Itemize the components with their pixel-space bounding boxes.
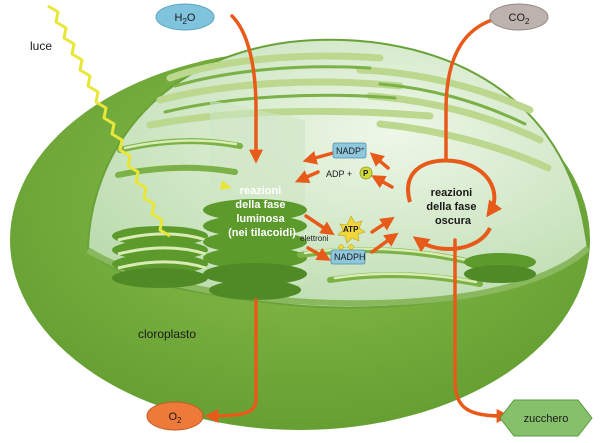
phosphate-icon [359, 166, 373, 180]
o2-label: O2 [168, 411, 182, 425]
atp-label: ATP [343, 225, 359, 234]
nadp-label: NADP+ [336, 146, 365, 156]
water-label: H2O [175, 12, 196, 26]
co2-inflow-arrow [444, 18, 494, 162]
sunlight-arrowhead [220, 180, 232, 190]
nadph-label: NADPH [334, 252, 366, 262]
dark-phase-label: reazioni della fase oscura [426, 187, 479, 227]
dark-phase-cycle-arrow-lower [412, 226, 492, 253]
water-inflow-arrow [230, 14, 263, 164]
sugar-outflow-arrow [453, 238, 511, 423]
atp-star-icon [337, 215, 366, 244]
o2-outflow-arrow [204, 298, 258, 423]
nadp-to-light-arrow [302, 150, 335, 165]
light-to-atp-arrow [304, 214, 335, 236]
nadp-box [332, 142, 367, 159]
phosphate-label: P [363, 169, 369, 178]
light-label: luce [30, 39, 52, 53]
water-pill [155, 3, 215, 31]
electron-icon-left [338, 244, 344, 250]
dark-phase-cycle-arrow [406, 158, 503, 218]
light-to-nadph-arrow [306, 246, 331, 261]
dark-to-adp-arrow [371, 175, 394, 189]
light-phase-label: reazioni della fase luminosa (nei tilaco… [228, 185, 296, 239]
co2-label: CO2 [509, 12, 531, 26]
granum-stack-center [203, 199, 307, 300]
sugar-label: zucchero [524, 413, 569, 425]
granum-stack-right-base [464, 265, 536, 283]
sunlight-ray [47, 4, 171, 238]
dark-to-nadp-arrow [369, 152, 390, 170]
o2-pill [146, 401, 204, 431]
adp-to-light-arrow [294, 170, 320, 183]
process-arrows [204, 14, 511, 423]
sugar-hexagon [499, 399, 593, 437]
nadph-box [330, 249, 366, 265]
granum-stack-left [112, 226, 208, 288]
electrons-label: elettroni [300, 234, 329, 243]
adp-label: ADP + [326, 169, 352, 179]
electron-icon-right [348, 244, 354, 250]
co2-pill [489, 3, 549, 31]
nadph-to-dark-arrow [370, 232, 399, 254]
atp-to-dark-arrow [370, 216, 395, 234]
lamellae-top-dark [163, 65, 527, 126]
chloroplast-label: cloroplasto [138, 327, 196, 341]
